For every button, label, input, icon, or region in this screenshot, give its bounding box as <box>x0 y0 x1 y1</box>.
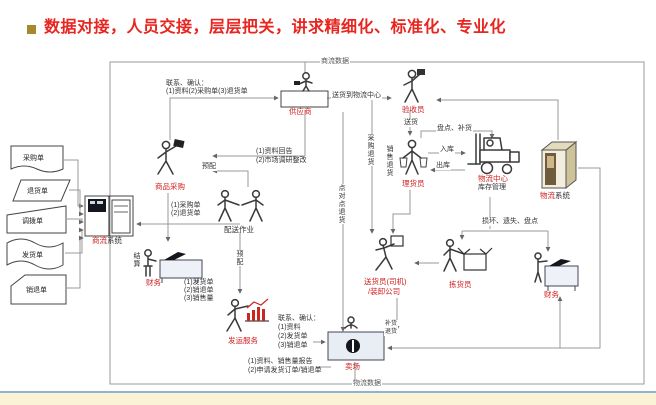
supplier-figure-icon <box>280 72 329 108</box>
border-label-bottom: 物流数据 <box>352 380 382 388</box>
replenish-label: 补货 <box>384 320 399 328</box>
contact-confirm-top-label: 联系、确认： (1)资料(2)采购单(3)退货单 <box>166 80 248 96</box>
document-transfer-order-icon <box>6 205 67 234</box>
logistics-system-label-red: 物流 <box>540 191 555 200</box>
page-title: 数据对接，人员交接，层层把关，讲求精细化、标准化、专业化 <box>44 19 507 36</box>
contact-confirm-bottom-label: 联系、确认： (1)资料 (2)发货单 (3)销退单 <box>278 314 320 350</box>
po-list-line1: (1)采购单 <box>171 202 201 209</box>
return-goods-label: 退货 <box>384 328 399 336</box>
logistics-system-icon <box>540 140 578 190</box>
purchase-return-vertical-label: 采购退货 <box>365 134 375 166</box>
document-label: 调拨单 <box>22 218 43 225</box>
damage-loss-label: 损坏、遗失、盘点 <box>481 218 539 226</box>
sell-to-center-label: 送货到物流中心 <box>331 92 382 100</box>
goods-purchase-figure-icon <box>157 139 185 175</box>
stock-clerk-figure-icon <box>399 139 428 175</box>
picker-figure-icon <box>443 238 493 272</box>
document-sales-return-order-icon <box>10 274 67 305</box>
title-bullet-icon <box>27 25 36 34</box>
finance-list-label: (1)发货单 (2)销退单 (3)销售量 <box>184 279 214 303</box>
pre-allocate-h-label: 预配 <box>201 163 217 171</box>
po-list-line2: (2)退货单 <box>171 210 201 217</box>
finance-list-line2: (2)销退单 <box>184 287 214 294</box>
finance-right-figure-icon <box>534 252 579 291</box>
delivery-label: 送货 <box>403 119 419 127</box>
contact-top-line1: 联系、确认： <box>166 80 208 87</box>
settle-vertical-label: 结算 <box>131 252 141 268</box>
market-research-label: (2)市场调研整改 <box>256 157 307 164</box>
contact-top-line2: (1)资料(2)采购单(3)退货单 <box>166 88 248 95</box>
pre-allocate-v-label: 预配 <box>234 250 244 266</box>
document-purchase-order-icon <box>10 145 64 173</box>
sales-return-vertical-label: 销售退货 <box>384 145 394 177</box>
pos-system-label-red: 商流 <box>92 236 107 245</box>
document-return-order-icon <box>12 179 71 202</box>
document-label: 发货单 <box>22 252 43 259</box>
contact-bot-line2: (1)资料 <box>278 324 301 331</box>
inspector-figure-icon <box>403 69 425 103</box>
finance-right-label: 财务 <box>544 290 559 299</box>
finance-list-line3: (3)销售量 <box>184 295 214 302</box>
document-label: 销退单 <box>26 287 47 294</box>
pos-system-label-rest: 系统 <box>107 236 122 245</box>
dispatch-work-figure-icon <box>217 189 264 222</box>
check-replenish-label: 盘点、补货 <box>436 125 473 133</box>
document-label: 退货单 <box>27 188 48 195</box>
stock-clerk-label: 理货员 <box>402 179 425 188</box>
po-list-label: (1)采购单 (2)退货单 <box>171 202 201 218</box>
store-report-line1: (1)资料、销售量报告 <box>248 358 313 365</box>
shipping-service-figure-icon <box>226 298 269 332</box>
supplier-label: 供应商 <box>289 107 312 116</box>
inventory-mgmt-label: 库存管理 <box>478 184 506 191</box>
finance-left-label: 财务 <box>146 278 161 287</box>
pos-system-icon <box>84 195 134 237</box>
picker-label: 拣货员 <box>449 280 472 289</box>
footer-divider <box>0 391 656 393</box>
logistics-system-label-rest: 系统 <box>555 191 570 200</box>
p2p-return-vertical-label: 点对点退货 <box>336 184 346 224</box>
data-report-label: (1)资料回告 <box>256 148 293 155</box>
store-label: 卖场 <box>345 362 360 371</box>
outbound-label: 出库 <box>435 162 451 170</box>
contact-bot-line1: 联系、确认： <box>278 315 320 322</box>
dispatch-work-label: 配送作业 <box>224 225 254 234</box>
forklift-icon <box>467 133 520 175</box>
goods-purchase-label: 商品采购 <box>155 182 185 191</box>
delivery-driver-label-1: 送货员(司机) <box>364 277 407 286</box>
inbound-label: 入库 <box>439 146 455 154</box>
store-report-label: (1)资料、销售量报告 (2)申请发货订单/销退单 <box>248 357 322 375</box>
delivery-driver-label-2: /装卸公司 <box>368 287 401 296</box>
document-delivery-order-icon <box>6 238 64 270</box>
finance-list-line1: (1)发货单 <box>184 279 214 286</box>
delivery-driver-figure-icon <box>375 235 404 271</box>
contact-bot-line3: (2)发货单 <box>278 333 308 340</box>
border-label-top: 商流数据 <box>320 58 350 66</box>
logistics-center-label: 物流中心 <box>478 174 508 183</box>
contact-bot-line4: (3)销退单 <box>278 342 308 349</box>
logistics-system-label: 物流系统 <box>540 192 570 200</box>
document-label: 采购单 <box>23 155 44 162</box>
footer-band <box>0 393 656 405</box>
finance-left-figure-icon <box>143 249 203 283</box>
shipping-service-label: 发运服务 <box>228 336 258 345</box>
pos-system-label: 商流系统 <box>92 237 122 245</box>
inspector-label: 验收员 <box>402 105 425 114</box>
store-counter-icon <box>327 316 385 361</box>
store-report-line2: (2)申请发货订单/销退单 <box>248 367 322 374</box>
